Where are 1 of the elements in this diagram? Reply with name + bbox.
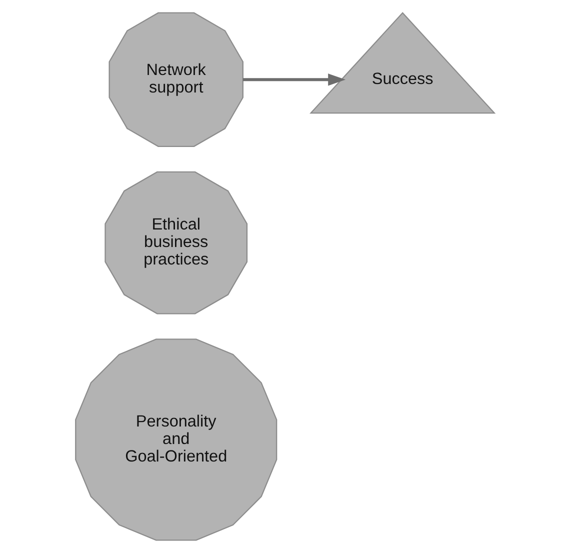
arrow [242, 74, 346, 86]
